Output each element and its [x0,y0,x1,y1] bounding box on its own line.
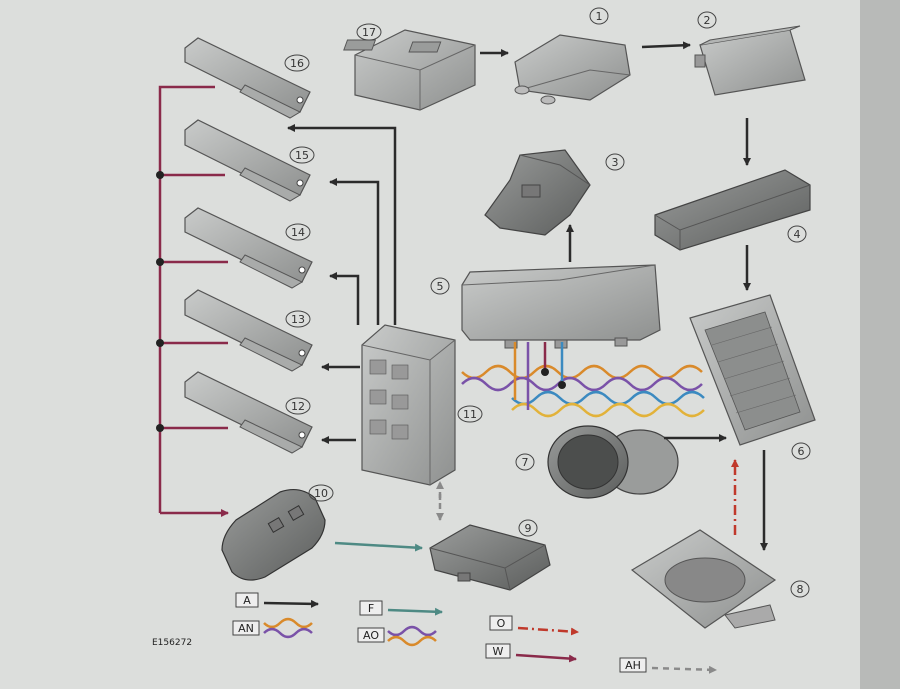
antenna-13 [184,289,313,372]
svg-text:9: 9 [525,522,532,535]
svg-text:4: 4 [794,228,801,241]
svg-text:W: W [493,645,504,658]
can-bus-twisted-pairs [461,342,705,418]
module-11 [361,324,456,486]
legend-item-f: F [359,600,443,616]
svg-text:AO: AO [363,629,379,642]
svg-text:16: 16 [290,57,304,70]
battery-17 [343,29,476,111]
module-8 [630,529,777,629]
label-17: 17 [356,23,382,41]
legend-item-w: W [485,643,577,663]
svg-text:2: 2 [704,14,711,27]
label-13: 13 [285,310,311,328]
component-number-labels: 17 1 2 3 4 5 6 7 8 9 10 11 12 13 14 15 1… [284,7,811,598]
legend-item-an: AN [232,617,313,639]
legend-item-o: O [489,615,579,636]
svg-text:AN: AN [238,622,254,635]
label-3: 3 [605,153,625,171]
module-4 [654,169,811,251]
label-7: 7 [515,453,535,471]
svg-text:12: 12 [291,400,305,413]
label-5: 5 [430,277,450,295]
figure-reference: E156272 [152,638,192,648]
svg-text:6: 6 [798,445,805,458]
label-6: 6 [791,442,811,460]
antenna-12 [184,371,313,454]
svg-text:O: O [497,617,506,630]
label-1: 1 [589,7,609,25]
label-15: 15 [289,146,315,164]
bus-w-lines [158,85,229,517]
bus-a-arrows [287,41,768,551]
module-5 [461,264,661,349]
legend: A AN F AO O W [232,592,717,674]
label-9: 9 [518,519,538,537]
label-16: 16 [284,54,310,72]
svg-text:5: 5 [437,280,444,293]
label-10: 10 [308,484,334,502]
label-4: 4 [787,225,807,243]
svg-text:14: 14 [291,226,305,239]
svg-text:17: 17 [362,26,376,39]
module-6 [689,294,816,446]
antenna-16 [184,37,311,119]
svg-text:15: 15 [295,149,309,162]
legend-item-a: A [235,592,319,608]
label-8: 8 [790,580,810,598]
label-2: 2 [697,11,717,29]
svg-text:F: F [368,602,374,615]
label-12: 12 [285,397,311,415]
svg-text:AH: AH [625,659,641,672]
legend-item-ah: AH [619,657,717,674]
page-edge-shadow [860,0,900,689]
svg-text:10: 10 [314,487,328,500]
svg-text:7: 7 [522,456,529,469]
bus-f-arrow [334,541,423,552]
module-9 [429,524,551,591]
svg-text:A: A [243,594,251,607]
label-11: 11 [457,405,483,423]
bus-w-junctions [156,171,164,432]
module-1 [514,34,631,105]
component-7 [547,425,679,499]
antenna-14 [184,207,313,289]
svg-text:8: 8 [797,583,804,596]
svg-text:11: 11 [463,408,477,421]
key-fob-10 [221,488,326,581]
antenna-15 [184,119,311,202]
legend-item-ao: AO [357,625,437,647]
module-2 [694,25,806,96]
svg-text:13: 13 [291,313,305,326]
module-3 [484,149,591,236]
svg-text:1: 1 [596,10,603,23]
svg-text:3: 3 [612,156,619,169]
label-14: 14 [285,223,311,241]
twisted-pair-junctions [541,368,566,389]
